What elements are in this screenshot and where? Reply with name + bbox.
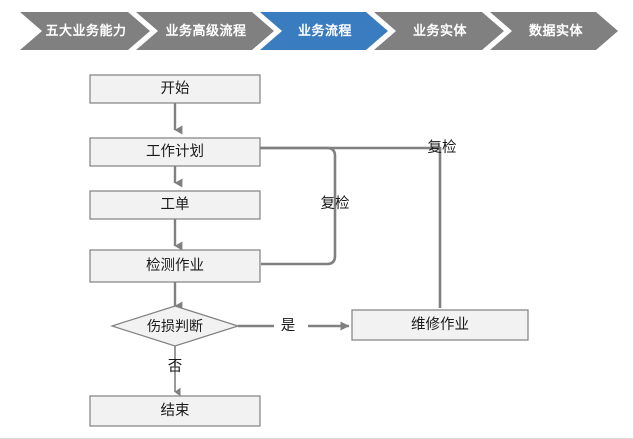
breadcrumb-chevron-2[interactable] — [260, 12, 388, 50]
node-start[interactable] — [89, 74, 261, 104]
flowchart: 开始 工作计划 工单 检测作业 伤损判断 维修作业 结束 是 否 复检 复检 — [0, 52, 633, 438]
node-end[interactable] — [89, 395, 261, 427]
node-decision[interactable] — [110, 305, 240, 347]
connector-recheck-outer — [190, 146, 442, 308]
breadcrumb-chevrons — [20, 12, 618, 50]
breadcrumb-chevron-0[interactable] — [20, 12, 150, 50]
breadcrumb-chevron-4[interactable] — [490, 12, 618, 50]
node-work-order[interactable] — [89, 190, 261, 220]
node-repair[interactable] — [351, 309, 529, 341]
breadcrumb-chevron-1[interactable] — [136, 12, 274, 50]
node-inspection[interactable] — [89, 249, 261, 283]
breadcrumb: 五大业务能力 业务高级流程 业务流程 业务实体 数据实体 — [0, 12, 633, 50]
node-work-plan[interactable] — [89, 137, 261, 167]
flowchart-canvas — [89, 74, 529, 427]
breadcrumb-chevron-3[interactable] — [374, 12, 504, 50]
